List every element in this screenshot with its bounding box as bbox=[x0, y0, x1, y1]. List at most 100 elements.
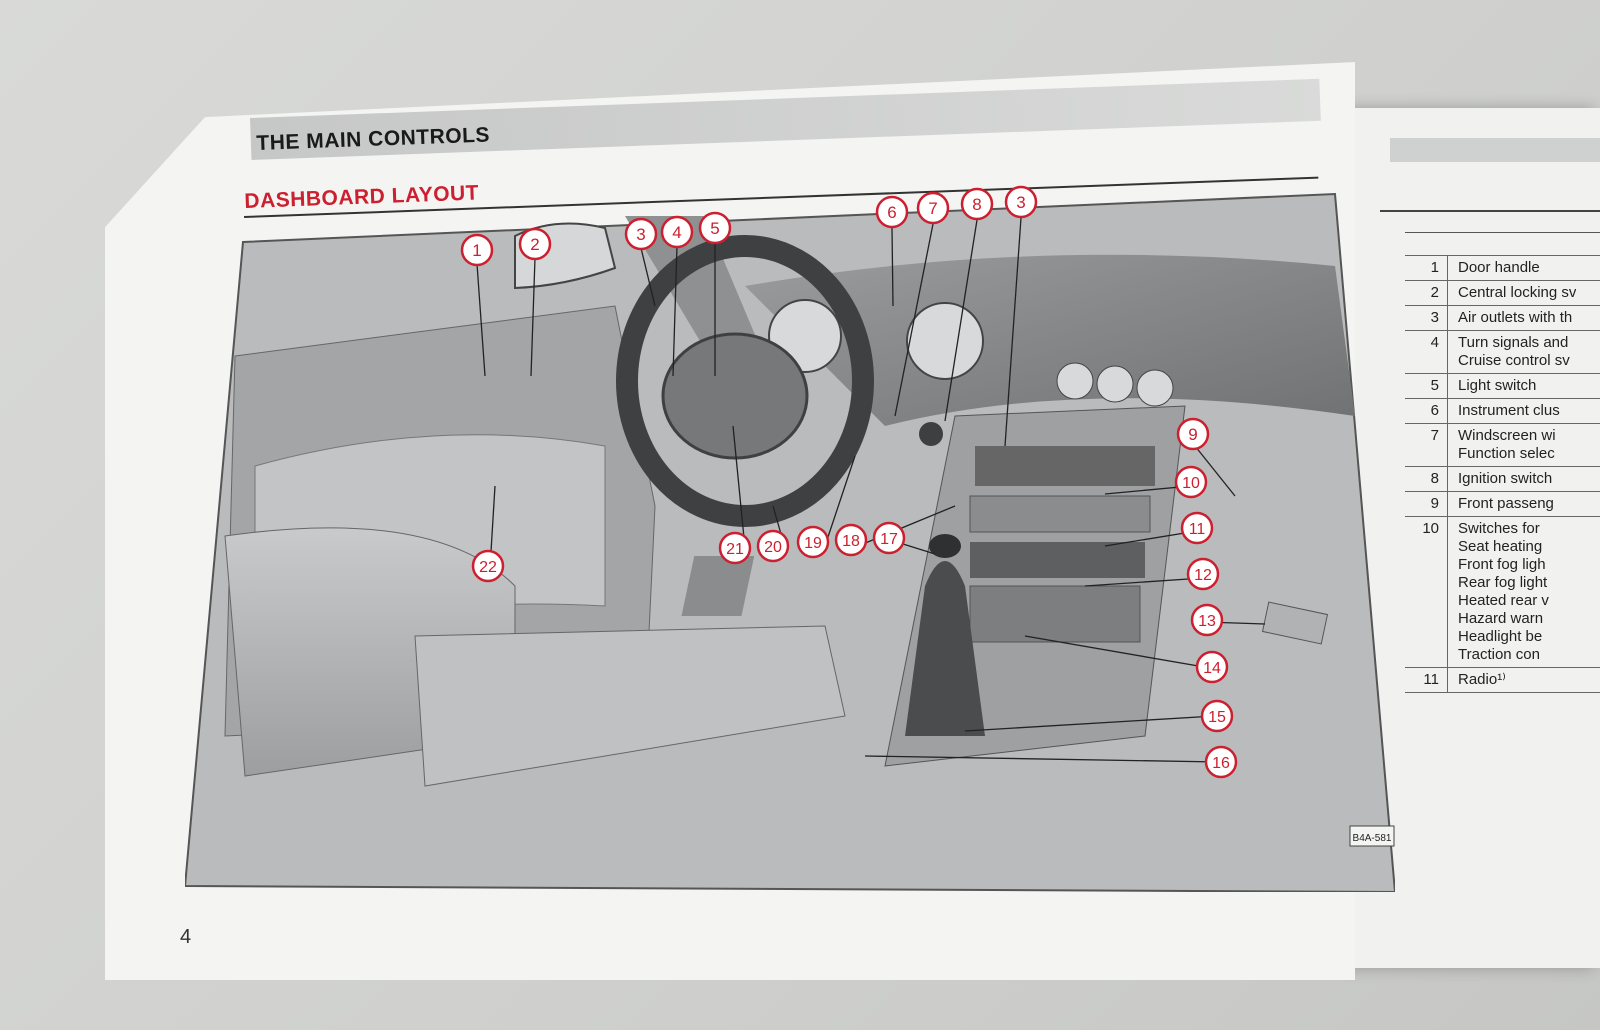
callout-label: 11 bbox=[1189, 521, 1206, 538]
legend-text: Instrument clus bbox=[1458, 402, 1560, 419]
callout-label: 5 bbox=[710, 219, 719, 238]
legend-text: Door handle bbox=[1458, 259, 1540, 276]
air-vents bbox=[975, 446, 1155, 486]
callout-label: 9 bbox=[1188, 425, 1197, 444]
legend-number: 3 bbox=[1405, 306, 1448, 330]
legend-text: Ignition switch bbox=[1458, 470, 1553, 487]
callout-label: 20 bbox=[764, 539, 782, 556]
legend-text: Air outlets with th bbox=[1458, 309, 1573, 326]
switch-panel bbox=[969, 495, 1151, 533]
callout-22: 22 bbox=[471, 549, 505, 583]
callout-19: 19 bbox=[796, 525, 830, 559]
callout-3b: 3 bbox=[1004, 185, 1038, 219]
callout-16: 16 bbox=[1204, 745, 1238, 779]
callout-1: 1 bbox=[460, 233, 494, 267]
aux-gauge-3 bbox=[1136, 369, 1174, 407]
callout-9: 9 bbox=[1176, 417, 1210, 451]
legend-row: 8 Ignition switch bbox=[1405, 467, 1600, 492]
callout-2: 2 bbox=[518, 227, 552, 261]
callout-label: 10 bbox=[1182, 475, 1200, 492]
legend-number: 1 bbox=[1405, 256, 1448, 280]
callout-11: 11 bbox=[1180, 511, 1214, 545]
callout-18: 18 bbox=[834, 523, 868, 557]
callout-label: 1 bbox=[472, 241, 481, 260]
callout-label: 6 bbox=[887, 203, 896, 222]
legend-number: 10 bbox=[1405, 517, 1448, 667]
callout-17: 17 bbox=[872, 521, 906, 555]
legend-row: 4 Turn signals and Cruise control sv bbox=[1405, 331, 1600, 374]
callout-7: 7 bbox=[916, 191, 950, 225]
aux-gauge-1 bbox=[1056, 362, 1094, 400]
callout-3: 3 bbox=[624, 217, 658, 251]
callout-4: 4 bbox=[660, 215, 694, 249]
page-number: 4 bbox=[180, 926, 192, 948]
legend-table: 1 Door handle 2 Central locking sv 3 Air outl… bbox=[1405, 232, 1600, 693]
callout-label: 18 bbox=[842, 533, 860, 550]
callout-13: 13 bbox=[1190, 603, 1224, 637]
legend-row: 7 Windscreen wi Function selec bbox=[1405, 424, 1600, 467]
gear-lever bbox=[905, 561, 985, 736]
legend-text: Radio¹⁾ bbox=[1458, 671, 1506, 688]
legend-text: Windscreen wi Function selec bbox=[1458, 427, 1556, 462]
legend-number: 6 bbox=[1405, 399, 1448, 423]
callout-15: 15 bbox=[1200, 699, 1234, 733]
callout-label: 15 bbox=[1208, 709, 1226, 726]
callout-label: 12 bbox=[1194, 567, 1212, 584]
right-header-rule bbox=[1380, 210, 1600, 212]
legend-number: 4 bbox=[1405, 331, 1448, 373]
legend-text: Light switch bbox=[1458, 377, 1537, 394]
leader-lines bbox=[476, 217, 1266, 763]
callout-label: 3 bbox=[636, 225, 645, 244]
callout-label: 17 bbox=[880, 531, 898, 548]
callout-label: 13 bbox=[1198, 613, 1216, 630]
aux-gauge-2 bbox=[1096, 365, 1134, 403]
steering-wheel bbox=[616, 235, 874, 527]
legend-row: 1 Door handle bbox=[1405, 256, 1600, 281]
callout-label: 3 bbox=[1016, 193, 1025, 212]
radio-unit bbox=[970, 542, 1145, 578]
callout-label: 19 bbox=[804, 535, 822, 552]
legend-header-row bbox=[1405, 233, 1600, 256]
legend-text: Turn signals and Cruise control sv bbox=[1458, 334, 1570, 369]
tachometer bbox=[906, 302, 984, 380]
callout-12: 12 bbox=[1186, 557, 1220, 591]
right-page: 1 Door handle 2 Central locking sv 3 Air outl… bbox=[1350, 108, 1600, 968]
legend-text: Central locking sv bbox=[1458, 284, 1577, 301]
callout-14: 14 bbox=[1195, 650, 1229, 684]
legend-row: 5 Light switch bbox=[1405, 374, 1600, 399]
dashboard-top bbox=[745, 254, 1355, 426]
legend-row: 9 Front passeng bbox=[1405, 492, 1600, 517]
legend-number: 2 bbox=[1405, 281, 1448, 305]
figure-code: B4A-581 bbox=[1353, 833, 1392, 844]
callout-label: 22 bbox=[479, 559, 497, 576]
steering-hub bbox=[661, 332, 809, 460]
legend-number: 7 bbox=[1405, 424, 1448, 466]
glovebox-handle bbox=[1261, 601, 1329, 645]
legend-number: 8 bbox=[1405, 467, 1448, 491]
legend-row: 2 Central locking sv bbox=[1405, 281, 1600, 306]
callout-21: 21 bbox=[718, 531, 752, 565]
callout-label: 14 bbox=[1203, 660, 1221, 677]
callout-label: 16 bbox=[1212, 755, 1230, 772]
legend-number: 5 bbox=[1405, 374, 1448, 398]
ignition-switch bbox=[919, 422, 943, 446]
callout-label: 2 bbox=[530, 235, 539, 254]
callout-label: 4 bbox=[672, 223, 681, 242]
legend-text: Front passeng bbox=[1458, 495, 1554, 512]
legend-number: 9 bbox=[1405, 492, 1448, 516]
climate-control bbox=[969, 585, 1141, 643]
pedals bbox=[681, 556, 755, 616]
right-header-band bbox=[1390, 138, 1600, 162]
callout-label: 8 bbox=[972, 195, 981, 214]
armrest bbox=[414, 625, 846, 787]
legend-text: Switches for Seat heating Front fog ligh… bbox=[1458, 520, 1549, 663]
callout-20: 20 bbox=[756, 529, 790, 563]
figure-code-box bbox=[1349, 825, 1395, 847]
gear-knob bbox=[929, 534, 961, 558]
callout-group: 1 2 3 4 5 6 7 8 3 9 10 11 12 13 14 15 16… bbox=[460, 185, 1238, 779]
callout-5: 5 bbox=[698, 211, 732, 245]
callout-label: 21 bbox=[726, 541, 744, 558]
legend-row: 6 Instrument clus bbox=[1405, 399, 1600, 424]
